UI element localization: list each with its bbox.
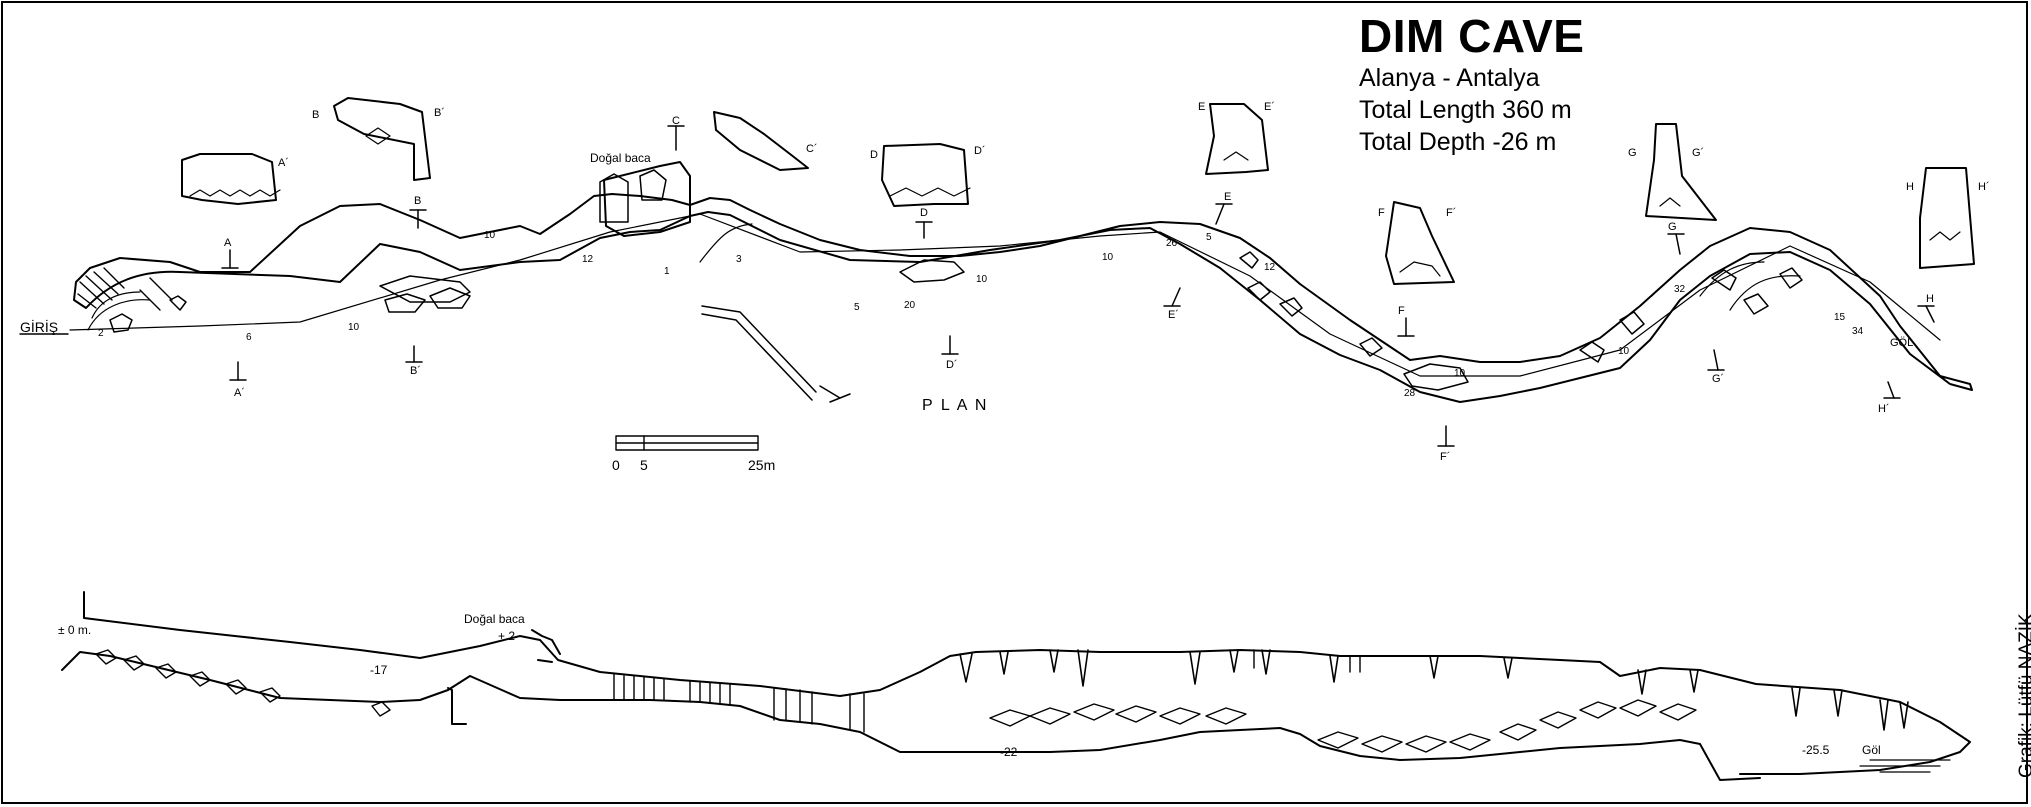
plan-survey-line xyxy=(69,213,1941,377)
total-length-text: Total Length 360 m xyxy=(1359,96,1572,124)
xsec-e-prime: E´ xyxy=(1264,101,1275,113)
depth-mark: 10 xyxy=(976,274,988,285)
profile-zero-label: ± 0 m. xyxy=(58,623,91,637)
plan-section-markers xyxy=(221,125,1935,447)
section-e: E xyxy=(1224,191,1231,203)
depth-mark: 10 xyxy=(1618,346,1630,357)
plan-chimney xyxy=(603,161,691,237)
cross-section-rubble xyxy=(189,127,1961,277)
depth-mark: 3 xyxy=(736,254,742,265)
section-g-prime: G´ xyxy=(1712,373,1724,385)
xsec-b: B xyxy=(312,109,319,121)
xsec-g-prime: G´ xyxy=(1692,147,1704,159)
plan-cave-outline xyxy=(73,193,1973,403)
depth-mark: 10 xyxy=(484,230,496,241)
xsec-g: G xyxy=(1628,147,1637,159)
xsec-d-prime: D´ xyxy=(974,145,986,157)
entrance-label: GİRİŞ xyxy=(20,318,58,335)
section-c: C xyxy=(672,115,680,127)
plan-chimney-label: Doğal baca xyxy=(590,151,651,165)
section-a: A xyxy=(224,237,232,249)
section-b: B xyxy=(414,195,421,207)
depth-mark: 32 xyxy=(1674,284,1686,295)
xsec-h-prime: H´ xyxy=(1978,181,1990,193)
profile-depth-255: -25.5 xyxy=(1802,743,1830,757)
xsec-f: F xyxy=(1378,207,1385,219)
xsec-b-prime: B´ xyxy=(434,107,445,119)
scale-tick-25m: 25m xyxy=(748,457,775,473)
xsec-e: E xyxy=(1198,101,1205,113)
xsec-d: D xyxy=(870,149,878,161)
depth-mark: 26 xyxy=(1166,238,1178,249)
section-f: F xyxy=(1398,305,1405,317)
depth-mark: 12 xyxy=(582,254,594,265)
profile-chimney-height: + 2 xyxy=(498,629,515,643)
profile-stalactites xyxy=(959,649,1909,731)
section-a-prime: A´ xyxy=(234,387,245,399)
depth-mark: 10 xyxy=(348,322,360,333)
section-h: H xyxy=(1926,293,1934,305)
depth-mark: 10 xyxy=(1454,368,1466,379)
title-block: DIM CAVE Alanya - Antalya Total Length 3… xyxy=(1359,10,1585,158)
scale-tick-0: 0 xyxy=(612,457,620,473)
plan-lake-label: GÖL xyxy=(1890,337,1913,349)
depth-mark: 5 xyxy=(854,302,860,313)
profile-chimney-label: Doğal baca xyxy=(464,612,525,626)
depth-mark: 34 xyxy=(1852,326,1864,337)
xsec-c-prime: C´ xyxy=(806,143,818,155)
xsec-f-prime: F´ xyxy=(1446,207,1456,219)
profile-ceiling xyxy=(83,591,1971,775)
depth-mark: 2 xyxy=(98,328,104,339)
location-text: Alanya - Antalya xyxy=(1359,64,1540,92)
depth-mark: 20 xyxy=(904,300,916,311)
profile-chimney xyxy=(531,629,561,663)
plan-offshoot xyxy=(701,305,851,403)
plan-contours xyxy=(87,223,1801,331)
section-d: D xyxy=(920,207,928,219)
depth-mark: 10 xyxy=(1102,252,1114,263)
profile-step xyxy=(447,687,467,725)
depth-mark: 5 xyxy=(1206,232,1212,243)
section-b-prime: B´ xyxy=(410,365,421,377)
profile-lake xyxy=(1859,759,1951,773)
profile-depth-22: -22 xyxy=(1000,745,1018,759)
section-e-prime: E´ xyxy=(1168,309,1179,321)
section-f-prime: F´ xyxy=(1440,451,1450,463)
depth-mark: 6 xyxy=(246,332,252,343)
depth-mark: 1 xyxy=(664,266,670,277)
section-g: G xyxy=(1668,221,1677,233)
depth-mark: 15 xyxy=(1834,312,1846,323)
author-credit: Grafik: Lütfü NAZİK xyxy=(2016,613,2031,778)
section-h-prime: H´ xyxy=(1878,403,1890,415)
profile-floor xyxy=(61,651,1761,781)
depth-mark: 12 xyxy=(1264,262,1276,273)
total-depth-text: Total Depth -26 m xyxy=(1359,128,1557,156)
cave-title: DIM CAVE xyxy=(1359,10,1585,62)
profile-depth-17: -17 xyxy=(370,663,388,677)
profile-rubble xyxy=(95,649,1697,753)
depth-mark: 28 xyxy=(1404,388,1416,399)
profile-columns xyxy=(613,649,1361,733)
xsec-h: H xyxy=(1906,181,1914,193)
xsec-a-prime: A´ xyxy=(278,157,289,169)
entrance-hatching xyxy=(77,267,173,311)
section-d-prime: D´ xyxy=(946,359,958,371)
plan-label: P L A N xyxy=(922,397,988,414)
profile-lake-label: Göl xyxy=(1862,743,1881,757)
scale-tick-5: 5 xyxy=(640,457,648,473)
plan-rock-blocks xyxy=(109,169,1803,391)
cross-sections xyxy=(181,97,1975,285)
scale-bar xyxy=(615,435,759,451)
